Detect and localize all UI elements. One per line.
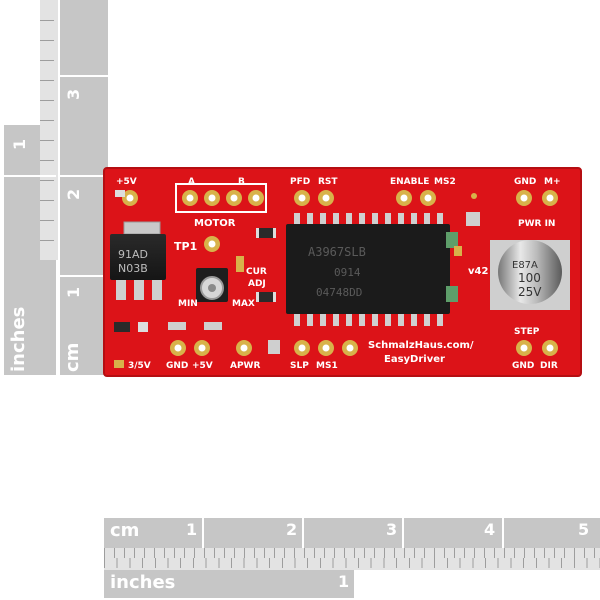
capacitor-text-line3: 25V bbox=[518, 285, 542, 299]
label-gnd-top: GND bbox=[514, 177, 536, 187]
label-enable: ENABLE bbox=[390, 177, 429, 187]
label-gnd-step: GND bbox=[512, 361, 534, 371]
capacitor-text-line1: E87A bbox=[512, 260, 538, 271]
label-5v-bottom: +5V bbox=[192, 361, 213, 371]
label-ms1: MS1 bbox=[316, 361, 338, 371]
label-cur: CUR bbox=[246, 267, 267, 277]
vertical-ruler: 3 2 1 cm 1 inches bbox=[0, 0, 108, 600]
ruler-bottom-cm-2: 2 bbox=[286, 520, 298, 539]
motor-outline bbox=[175, 183, 267, 213]
voltage-regulator bbox=[110, 221, 166, 300]
chip-text-line2: 0914 bbox=[334, 266, 361, 279]
bottom-header-pads bbox=[170, 340, 558, 356]
label-5v-top: +5V bbox=[116, 177, 137, 187]
chip-text-line3: 04748DD bbox=[316, 286, 362, 299]
label-v42: v42 bbox=[468, 266, 488, 277]
label-dir: DIR bbox=[540, 361, 558, 371]
regulator-text-line1: 91AD bbox=[118, 248, 148, 261]
label-pfd: PFD bbox=[290, 177, 310, 187]
driver-chip bbox=[286, 213, 450, 326]
electrolytic-capacitor bbox=[490, 240, 570, 310]
label-3-5v: 3/5V bbox=[128, 361, 151, 371]
label-motor: MOTOR bbox=[194, 218, 236, 229]
top-header-pads bbox=[122, 190, 558, 206]
ruler-bottom-cm-5: 5 bbox=[578, 520, 590, 539]
label-slp: SLP bbox=[290, 361, 309, 371]
label-a: A bbox=[188, 177, 195, 187]
capacitor-text-line2: 100 bbox=[518, 271, 541, 285]
ruler-bottom-cm-1: 1 bbox=[186, 520, 198, 539]
label-m-plus: M+ bbox=[544, 177, 561, 187]
label-pwr-in: PWR IN bbox=[518, 219, 555, 229]
label-step: STEP bbox=[514, 327, 540, 337]
label-easydriver: EasyDriver bbox=[384, 354, 445, 365]
ruler-bottom-inches-unit: inches bbox=[110, 572, 176, 593]
ruler-bottom-cm-3: 3 bbox=[386, 520, 398, 539]
ruler-bottom-inch-1: 1 bbox=[338, 572, 350, 591]
label-adj: ADJ bbox=[248, 279, 266, 289]
label-rst: RST bbox=[318, 177, 338, 187]
smd-components bbox=[114, 190, 480, 368]
label-tp1: TP1 bbox=[174, 240, 197, 253]
label-apwr: APWR bbox=[230, 361, 260, 371]
label-ms2: MS2 bbox=[434, 177, 456, 187]
current-adjust-potentiometer bbox=[196, 268, 228, 302]
label-b: B bbox=[238, 177, 245, 187]
label-gnd-bottom: GND bbox=[166, 361, 188, 371]
label-max: MAX bbox=[232, 299, 255, 309]
label-min: MIN bbox=[178, 299, 198, 309]
ruler-bottom-cm-unit: cm bbox=[110, 520, 140, 541]
chip-text-line1: A3967SLB bbox=[308, 245, 366, 259]
label-url: SchmalzHaus.com/ bbox=[368, 340, 474, 351]
ruler-bottom-cm-4: 4 bbox=[484, 520, 496, 539]
horizontal-ruler: cm 1 2 3 4 5 inches 1 bbox=[0, 510, 600, 600]
regulator-text-line2: N03B bbox=[118, 262, 148, 275]
